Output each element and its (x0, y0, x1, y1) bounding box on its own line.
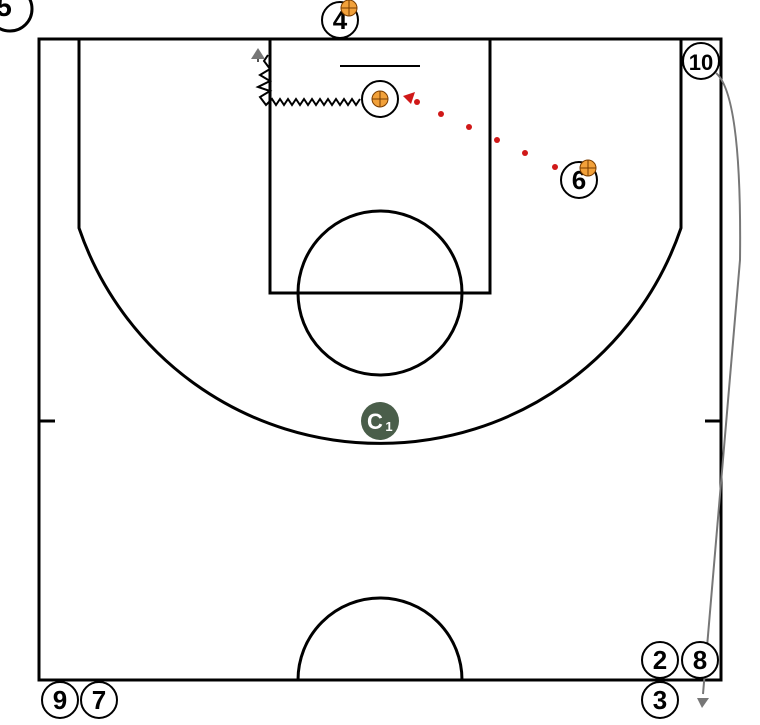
player-8: 8 (681, 641, 719, 679)
player-number: 9 (53, 685, 67, 715)
player-circle (80, 681, 118, 719)
player-number: 10 (689, 50, 713, 75)
player-number: 2 (653, 645, 667, 675)
player-circle (41, 681, 79, 719)
cut-arrowhead (697, 698, 709, 708)
player-6: 6 (560, 159, 598, 199)
paint-lane (268, 37, 492, 295)
player-4: 4 (321, 0, 359, 39)
basket-player (361, 80, 399, 118)
coach-marker: C 1 (361, 402, 399, 440)
player-number: 7 (92, 685, 106, 715)
pass-line (403, 92, 558, 170)
coach-letter: C (367, 409, 383, 434)
three-point-line (77, 39, 683, 445)
frame-label-text: 5 (0, 0, 12, 22)
player-3: 3 (641, 681, 679, 719)
player-10: 10 (682, 42, 720, 80)
pass-arrowhead (403, 92, 415, 104)
player-circle (682, 42, 720, 80)
basketball-icon (579, 159, 597, 177)
court-lines (37, 37, 723, 682)
dribble-arrowhead (251, 48, 265, 59)
frame-label: 5 (0, 0, 34, 33)
player-2: 2 (641, 641, 679, 679)
coach-number: 1 (385, 419, 392, 434)
player-circle (641, 641, 679, 679)
player-circle (681, 641, 719, 679)
cut-line (702, 72, 742, 695)
dribble-line (255, 54, 361, 107)
player-circle (641, 681, 679, 719)
player-9: 9 (41, 681, 79, 719)
player-7: 7 (80, 681, 118, 719)
player-number: 8 (693, 645, 707, 675)
court-boundary (37, 37, 723, 682)
center-circle (296, 596, 464, 681)
basketball-icon (371, 90, 389, 108)
player-number: 3 (653, 685, 667, 715)
basketball-icon (340, 0, 358, 17)
free-throw-circle (296, 209, 464, 377)
